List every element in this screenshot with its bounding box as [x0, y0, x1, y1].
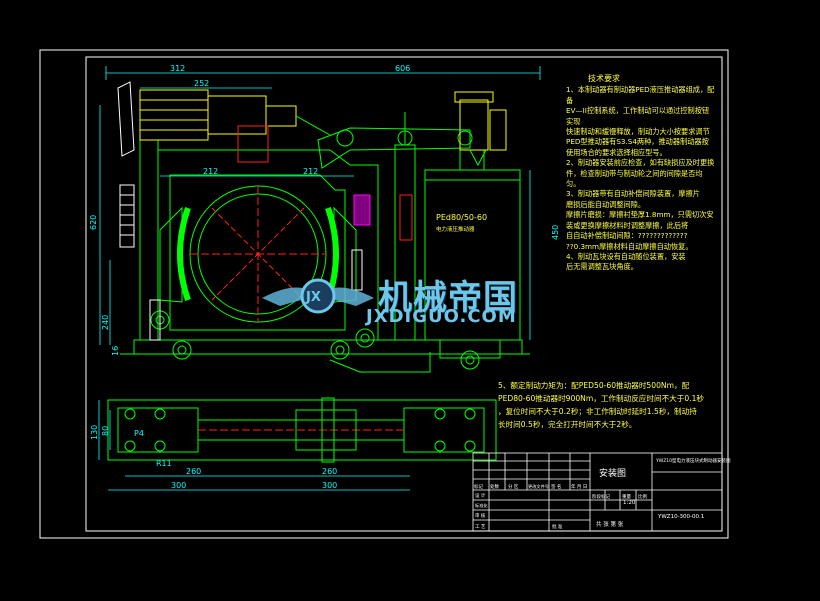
title-block-row-0: 标记 — [474, 483, 483, 490]
tech-note-line: 后无需调整瓦块角度。 — [566, 262, 638, 272]
tech-note-line: 件，检查制动带与制动轮之间的间隙是否均匀。 — [566, 168, 703, 189]
tech-note-line: 快速制动和缓慢释放，制动力大小按要求调节 — [566, 127, 710, 137]
title-block-role-3: 工 艺 — [475, 524, 486, 530]
dim-606: 606 — [395, 64, 410, 73]
tech-note-line: 2、制动器安装前应检查，如有缺损应及时更换 — [566, 158, 715, 168]
watermark-cn: 机械帝国 — [378, 278, 518, 318]
dim-p4: P4 — [134, 429, 144, 438]
dim-212-left: 212 — [203, 167, 218, 176]
title-block-stage-1: 重量 — [622, 493, 631, 500]
watermark-en: JXDIGUO.COM — [366, 306, 517, 327]
dim-300-right: 300 — [322, 481, 337, 490]
title-block-scale: 1:20 — [623, 500, 636, 506]
watermark-logo-text: JX — [305, 290, 321, 305]
note-5: 5、额定制动力矩为：配PED50-60推动器时500Nm，配 PED80-60推… — [498, 379, 723, 431]
title-block-role-1: 标准化 — [475, 502, 488, 509]
tech-note-line: 4、制动瓦块设有自动随位装置，安装 — [566, 251, 686, 261]
brake-plan-view — [107, 397, 497, 463]
tech-note-line: 3、制动器带有自动补偿间隙装置，摩擦片 — [566, 189, 700, 199]
dim-r11: R11 — [156, 459, 172, 468]
watermark-logo: JX — [262, 278, 374, 314]
technical-requirements: 技术要求 1、本制动器有制动器PED液压推动器组成，配备 EV—II控制系统，工… — [566, 74, 716, 273]
tech-note-line: 装或更换摩擦材料时调整摩擦，此后将 — [566, 220, 689, 230]
thruster-model: PEd80/50-60 — [436, 213, 487, 222]
title-block-role-4: 批 准 — [552, 523, 563, 530]
dim-260-left: 260 — [186, 467, 201, 476]
plan-dimensions — [98, 400, 410, 491]
note5-line: 长时间0.5秒，完全打开时间不大于2秒。 — [498, 420, 637, 429]
title-block-row-5: 年 月 日 — [571, 483, 587, 490]
title-block-drawing-no: YWZ10-300-00.1 — [657, 514, 704, 520]
dim-130: 130 — [90, 425, 99, 440]
dim-312: 312 — [170, 64, 185, 73]
inner-frame — [85, 56, 723, 532]
title-block-stage-2: 比例 — [638, 493, 647, 500]
dim-300-left: 300 — [171, 481, 186, 490]
thruster-sub: 电力液压推动器 — [436, 225, 475, 233]
dim-240: 240 — [101, 315, 110, 330]
title-block — [472, 452, 723, 532]
tech-note-line: 自自动补偿制动间隙：????????????? — [566, 231, 688, 241]
tech-note-line: EV—II控制系统，工作制动可以通过控制按钮实现 — [566, 106, 710, 126]
dim-80: 80 — [101, 426, 110, 436]
dim-252: 252 — [194, 79, 209, 88]
title-block-row-1: 处数 — [490, 483, 499, 490]
tech-notes-heading: 技术要求 — [588, 74, 620, 83]
title-block-stage-0: 阶段标记 — [592, 493, 610, 500]
note5-line: 5、额定制动力矩为：配PED50-60推动器时500Nm，配 — [498, 381, 690, 390]
tech-note-line: 使用场合的要求选择相应型号。 — [566, 147, 667, 157]
dim-450: 450 — [551, 225, 560, 240]
dim-260-right: 260 — [322, 467, 337, 476]
dim-212-right: 212 — [303, 167, 318, 176]
dim-16: 16 — [111, 346, 120, 356]
dim-620: 620 — [89, 215, 98, 230]
title-block-sheet: 共 张 第 张 — [596, 520, 624, 528]
note5-line: PED80-60推动器时900Nm，工作制动反应时间不大于0.1秒 — [498, 394, 705, 403]
title-block-role-0: 设 计 — [475, 492, 486, 499]
title-block-product: YWZ10型电力液压块式制动器安装图 — [655, 457, 731, 464]
outer-frame — [39, 49, 729, 539]
main-dimensions — [99, 66, 541, 345]
tech-note-line: ??0.3mm摩擦材料自动摩擦自动恢复。 — [566, 241, 693, 251]
title-block-row-4: 签 名 — [551, 483, 561, 490]
note5-line: ，复位时间不大于0.2秒；非工作制动时延时1.5秒，制动持 — [498, 407, 697, 416]
title-block-row-3: 更改文件号 — [528, 483, 549, 490]
tech-note-line: 磨损后能自动调整间隙。 — [566, 199, 646, 209]
title-block-title: 安装图 — [599, 467, 626, 479]
title-block-row-2: 分 区 — [508, 483, 519, 490]
title-block-role-2: 审 核 — [475, 512, 486, 519]
tech-note-line: 摩擦片磨损：摩擦衬垫厚1.8mm，只需切次安 — [566, 210, 714, 220]
tech-note-line: PED型推动器有S3.S4两种，推动器制动器按 — [566, 137, 709, 147]
tech-note-line: 1、本制动器有制动器PED液压推动器组成，配备 — [566, 85, 715, 105]
